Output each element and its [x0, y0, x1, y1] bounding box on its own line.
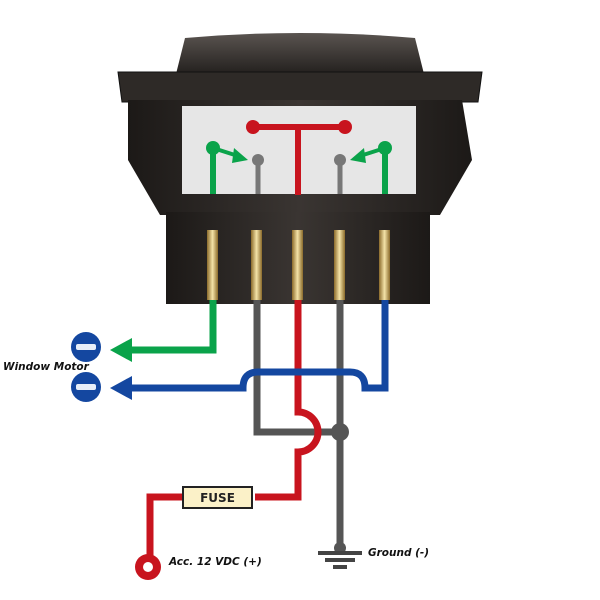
fuse: FUSE: [182, 486, 253, 509]
internal-contacts: [206, 120, 392, 195]
arrow-green: [110, 338, 132, 362]
window-motor-terminals: [71, 332, 101, 402]
ground-wire-loop: [253, 300, 340, 436]
rocker-switch: [117, 33, 483, 304]
ground-label: Ground (-): [368, 547, 430, 559]
window-motor-label: Window Motor: [3, 361, 89, 373]
arrow-blue: [110, 376, 132, 400]
motor-wire-green: [130, 300, 217, 354]
rocker-actuator: [175, 33, 425, 78]
switch-pins: [207, 230, 390, 300]
switch-bezel: [117, 71, 483, 103]
power-wire: [146, 300, 322, 558]
power-label: Acc. 12 VDC (+): [169, 556, 262, 568]
motor-wire-blue: [130, 300, 389, 392]
power-terminal: [135, 554, 161, 580]
ground-junction-node: [331, 423, 349, 441]
fuse-label: FUSE: [200, 491, 235, 505]
ground-symbol: [318, 542, 362, 569]
